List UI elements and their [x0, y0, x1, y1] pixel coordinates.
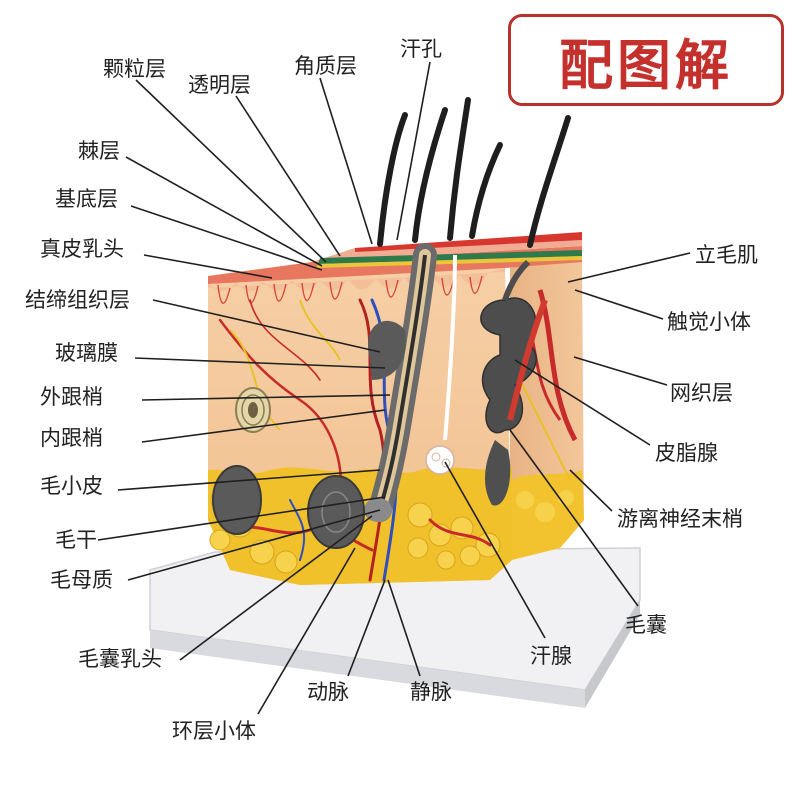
label-outer-root-sheath: 外跟梢	[40, 385, 103, 409]
label-glassy-membrane: 玻璃膜	[55, 341, 118, 365]
lamellar-corpuscle-section	[235, 387, 271, 433]
leader-hair-follicle	[509, 429, 639, 607]
leader-granular-layer	[135, 79, 327, 263]
label-hair-follicle: 毛囊	[625, 613, 667, 637]
label-dermal-papilla: 真皮乳头	[40, 237, 124, 261]
leader-vein	[387, 579, 421, 677]
leader-lucid-layer	[235, 95, 341, 257]
epidermis-top	[208, 232, 582, 284]
leader-basal-layer	[130, 205, 323, 271]
title-badge-text: 配图解	[559, 33, 733, 97]
leader-free-nerve-endings	[569, 469, 613, 512]
arrector-pili-model	[507, 298, 548, 421]
label-basal-layer: 基底层	[55, 187, 118, 211]
leader-lamellar-corpuscle	[257, 547, 356, 715]
label-granular-layer: 颗粒层	[103, 57, 166, 81]
leader-horny-layer	[319, 77, 373, 245]
sebaceous-gland-model	[480, 259, 537, 506]
label-hair-cuticle: 毛小皮	[40, 474, 103, 498]
sweat-gland-coil	[425, 254, 457, 475]
leader-sweat-pore	[396, 61, 431, 241]
leader-inner-root-sheath	[141, 409, 386, 443]
label-reticular-layer: 网织层	[670, 381, 733, 405]
leader-dermal-papilla	[143, 254, 273, 279]
label-horny-layer: 角质层	[294, 54, 357, 78]
leader-arrector-pili	[567, 252, 691, 283]
label-sebaceous-gland: 皮脂腺	[655, 441, 718, 465]
label-lucid-layer: 透明层	[188, 73, 251, 97]
label-inner-root-sheath: 内跟梢	[40, 426, 103, 450]
label-artery: 动脉	[307, 680, 349, 704]
leader-spinous-layer	[125, 156, 323, 267]
leader-sweat-gland	[444, 461, 546, 639]
model-base	[149, 547, 641, 708]
label-sweat-pore: 汗孔	[400, 37, 442, 61]
leader-hair-shaft	[97, 496, 386, 541]
leader-hair-cuticle	[117, 469, 381, 491]
leader-follicle-papilla	[179, 515, 373, 661]
title-badge: 配图解	[508, 14, 784, 106]
label-connective-tissue-layer: 结缔组织层	[25, 288, 130, 312]
leader-tactile-corpuscle	[574, 289, 664, 320]
label-tactile-corpuscle: 触觉小体	[667, 310, 751, 334]
label-vein: 静脉	[410, 680, 452, 704]
leader-glassy-membrane	[134, 357, 386, 369]
label-free-nerve-endings: 游离神经末梢	[617, 507, 743, 531]
hair-follicle-model	[364, 243, 437, 522]
leader-reticular-layer	[573, 356, 668, 386]
label-hair-matrix: 毛母质	[50, 568, 113, 592]
leader-artery	[347, 579, 386, 677]
label-sweat-gland: 汗腺	[530, 644, 572, 668]
hairs	[377, 97, 571, 248]
label-lamellar-corpuscle: 环层小体	[172, 719, 256, 743]
leader-outer-root-sheath	[141, 394, 391, 401]
leader-hair-matrix	[127, 509, 381, 581]
leader-connective-tissue-layer	[152, 299, 381, 353]
leader-lines	[97, 61, 691, 715]
label-follicle-papilla: 毛囊乳头	[78, 647, 162, 671]
label-hair-shaft: 毛干	[55, 528, 97, 552]
leader-sebaceous-gland	[514, 359, 651, 446]
label-arrector-pili: 立毛肌	[695, 243, 758, 267]
label-spinous-layer: 棘层	[78, 139, 120, 163]
